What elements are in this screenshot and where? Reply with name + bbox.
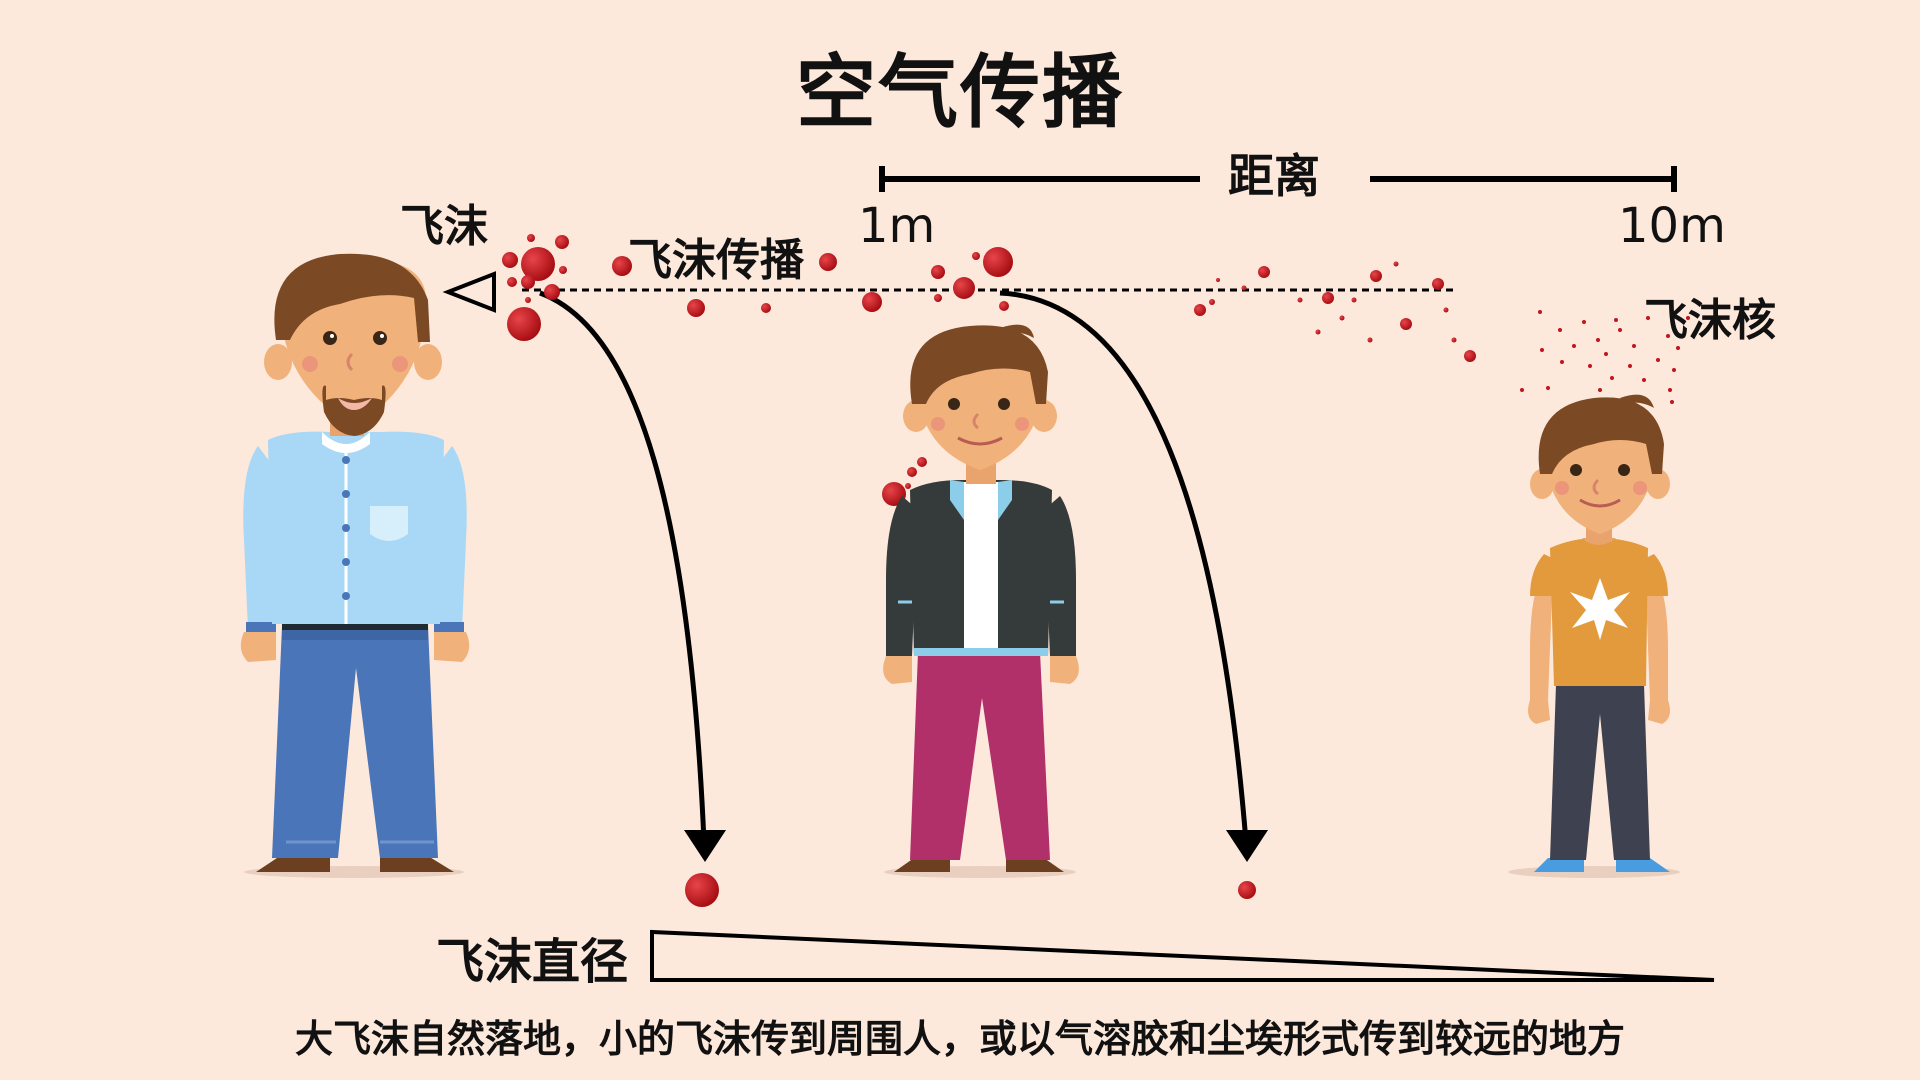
shirt-star-icon [1570,578,1630,640]
distance-end-label: 10m [1618,198,1726,254]
emission-triangle [442,271,496,313]
distance-ruler [879,166,1677,192]
person-distant [1508,394,1680,878]
droplet-cloud-path [612,247,1476,362]
droplet-label: 飞沫 [400,201,488,252]
caption: 大飞沫自然落地，小的飞沫传到周围人，或以气溶胶和尘埃形式传到较远的地方 [294,1017,1625,1061]
person-speaker [240,253,470,878]
landed-droplet-small [1238,881,1256,899]
droplet-nucleus-label: 飞沫核 [1644,295,1776,346]
distance-label: 距离 [1228,149,1320,203]
droplet-nucleus-cloud [1520,310,1690,404]
person-nearby [883,324,1079,878]
page-title: 空气传播 [796,46,1124,139]
landed-droplet-large [685,873,719,907]
fall-arrowhead-small [1226,830,1268,862]
droplet-diameter-label: 飞沫直径 [436,934,629,990]
droplet-cloud-source [502,234,569,341]
fall-arrow-large [539,290,707,843]
droplet-spread-label: 飞沫传播 [628,235,804,286]
diameter-wedge [650,929,1715,982]
fall-arrowhead-large [684,830,726,862]
distance-start-label: 1m [858,198,936,254]
fall-arrow-small [999,290,1249,843]
